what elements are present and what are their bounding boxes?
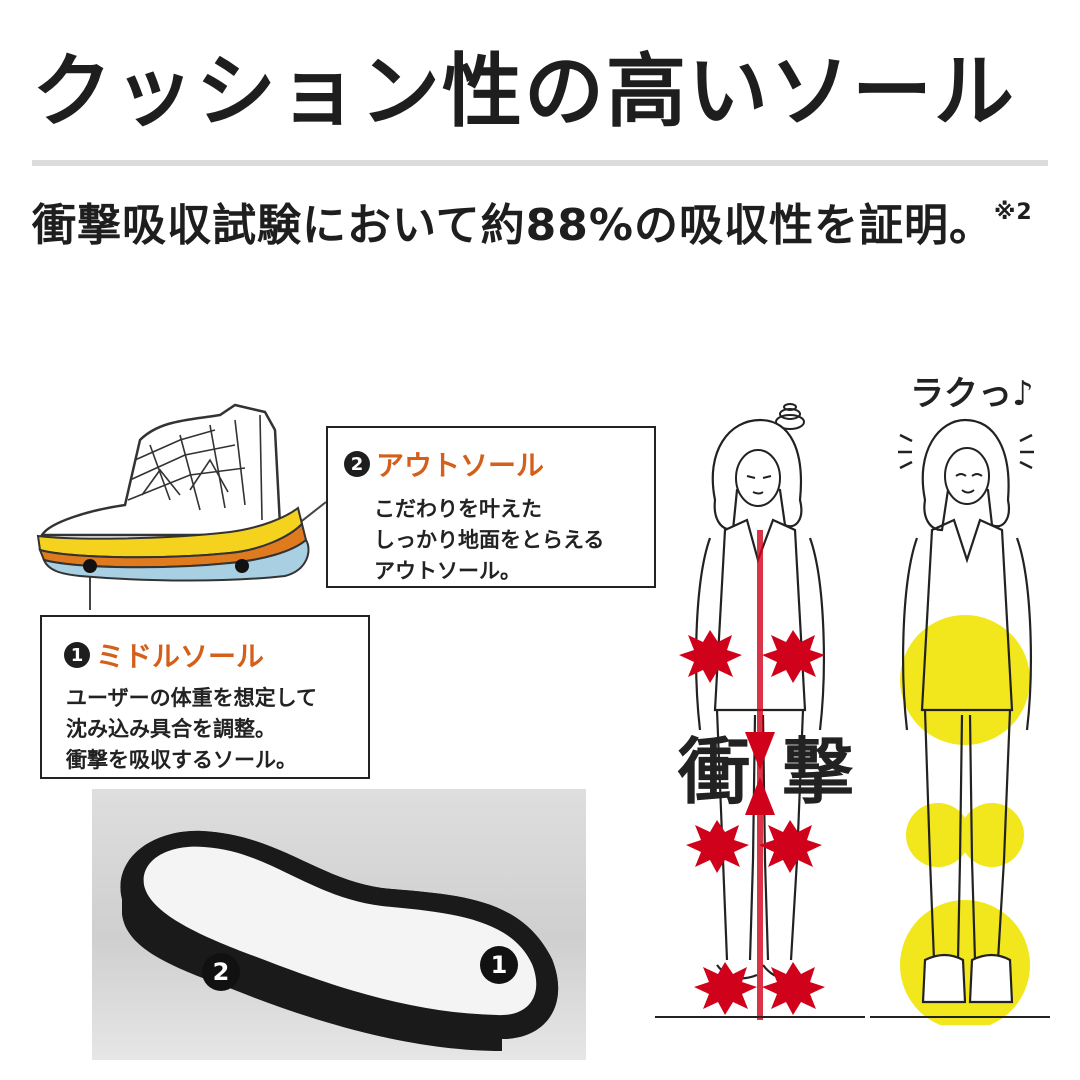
midsole-heading-text: ミドルソール xyxy=(96,640,265,673)
sole-photo: 1 2 xyxy=(92,789,586,1060)
sole-shape xyxy=(120,830,559,1051)
impact-label-right: 撃 xyxy=(782,730,855,814)
outsole-heading-text: アウトソール xyxy=(376,449,545,482)
subtitle-text: 衝撃吸収試験において約88%の吸収性を証明。 xyxy=(32,200,994,251)
midsole-line: 衝撃を吸収するソール。 xyxy=(66,748,297,772)
comfort-label: ラクっ♪ xyxy=(910,374,1034,414)
midsole-heading: 1 ミドルソール xyxy=(64,635,368,675)
outsole-description: こだわりを叶えた しっかり地面をとらえる アウトソール。 xyxy=(374,494,654,587)
outsole-line: こだわりを叶えた xyxy=(374,497,542,521)
number-badge: 1 xyxy=(64,642,90,668)
outsole-line: しっかり地面をとらえる xyxy=(374,528,605,552)
subtitle: 衝撃吸収試験において約88%の吸収性を証明。※2 xyxy=(32,202,1033,248)
comfort-figure xyxy=(870,418,1050,1025)
midsole-line: ユーザーの体重を想定して xyxy=(66,686,317,710)
midsole-callout: 1 ミドルソール ユーザーの体重を想定して 沈み込み具合を調整。 衝撃を吸収する… xyxy=(40,615,370,779)
dizzy-icon xyxy=(775,403,805,430)
footnote-mark: ※2 xyxy=(994,200,1033,225)
title-divider xyxy=(32,160,1048,166)
page-title: クッション性の高いソール xyxy=(32,45,1016,138)
outsole-callout: 2 アウトソール こだわりを叶えた しっかり地面をとらえる アウトソール。 xyxy=(326,426,656,588)
photo-number-midsole: 1 xyxy=(480,946,518,984)
midsole-line: 沈み込み具合を調整。 xyxy=(66,717,276,741)
midsole-description: ユーザーの体重を想定して 沈み込み具合を調整。 衝撃を吸収するソール。 xyxy=(66,683,368,776)
outsole-line: アウトソール。 xyxy=(374,559,521,583)
shoe-illustration xyxy=(36,403,327,610)
impact-figure xyxy=(655,403,865,1020)
impact-label-left: 衝 xyxy=(678,730,751,814)
photo-number-outsole: 2 xyxy=(202,953,240,991)
number-badge: 2 xyxy=(344,451,370,477)
outsole-heading: 2 アウトソール xyxy=(344,444,654,484)
